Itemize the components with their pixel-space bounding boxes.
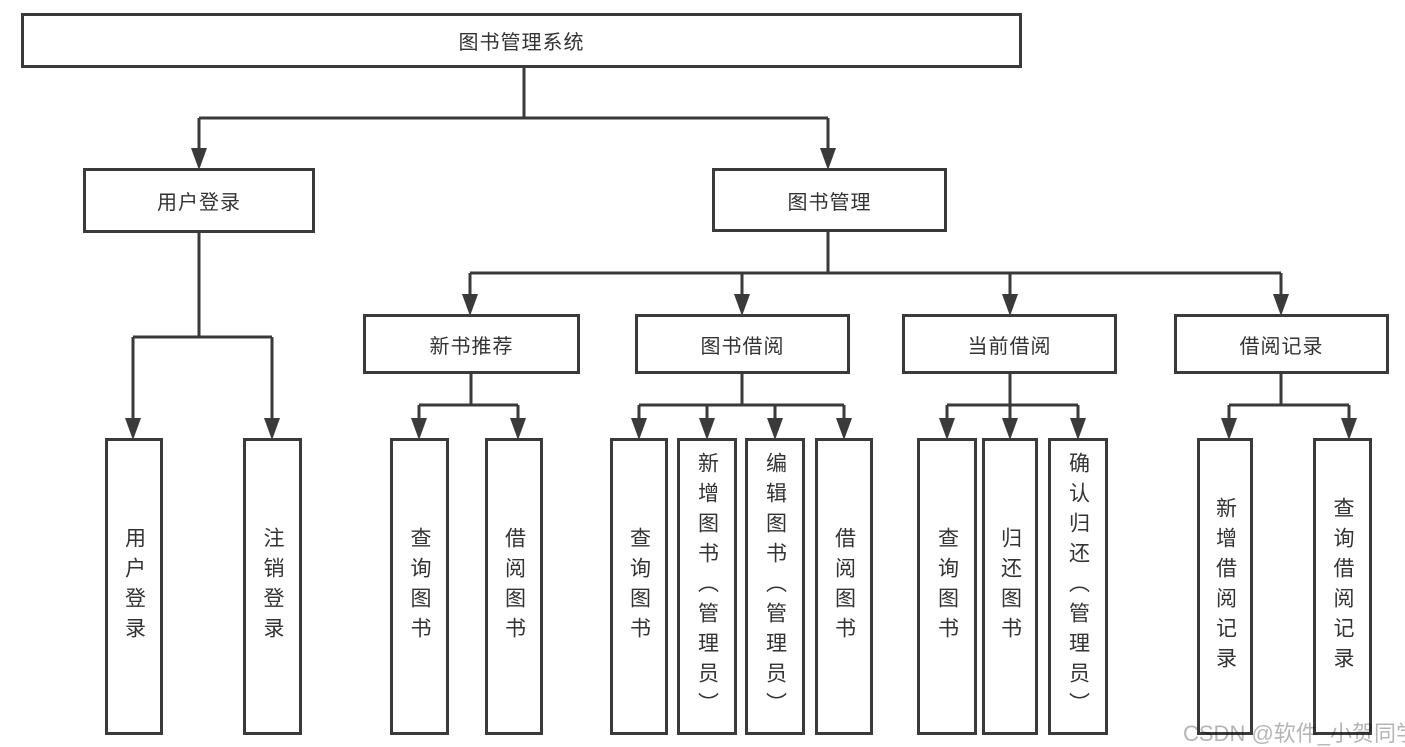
node-label: 查询借阅记录: [1331, 496, 1354, 677]
node-add-books-admin: 新增图书（管理员）: [677, 438, 737, 735]
csdn-watermark: CSDN @软件_小贺同学: [1183, 721, 1405, 746]
node-borrow-books-borrowing: 借阅图书: [815, 438, 873, 735]
node-add-borrow-record: 新增借阅记录: [1197, 438, 1253, 735]
node-label: 查询图书: [627, 526, 651, 647]
node-label: 用户登录: [122, 526, 146, 647]
node-query-books-borrowing: 查询图书: [610, 438, 668, 735]
node-label: 查询图书: [408, 526, 431, 647]
node-label: 新增图书（管理员）: [695, 451, 719, 722]
node-library-system: 图书管理系统: [21, 13, 1022, 68]
node-label: 归还图书: [998, 526, 1022, 647]
node-label: 注销登录: [261, 526, 284, 647]
node-book-management: 图书管理: [712, 168, 947, 232]
node-label: 确认归还（管理员）: [1066, 451, 1090, 722]
node-confirm-return-admin: 确认归还（管理员）: [1048, 438, 1108, 735]
node-label: 借阅图书: [502, 526, 526, 647]
node-query-books-recommend: 查询图书: [390, 438, 449, 735]
node-label: 借阅图书: [832, 526, 856, 647]
node-query-books-current: 查询图书: [917, 438, 977, 735]
node-book-borrowing: 图书借阅: [635, 314, 850, 374]
node-borrow-books-recommend: 借阅图书: [485, 438, 543, 735]
node-label: 新增借阅记录: [1213, 496, 1237, 677]
node-current-borrowing: 当前借阅: [902, 314, 1117, 374]
node-logout-login: 注销登录: [243, 438, 302, 735]
node-label: 查询图书: [935, 526, 959, 647]
node-query-borrow-record: 查询借阅记录: [1313, 438, 1372, 735]
node-user-login-leaf: 用户登录: [105, 438, 163, 735]
node-new-book-recommend: 新书推荐: [363, 314, 580, 374]
node-return-books: 归还图书: [982, 438, 1038, 735]
node-edit-books-admin: 编辑图书（管理员）: [745, 438, 805, 735]
node-user-login: 用户登录: [83, 168, 315, 233]
node-borrowing-records: 借阅记录: [1174, 314, 1389, 374]
node-label: 编辑图书（管理员）: [763, 451, 787, 722]
